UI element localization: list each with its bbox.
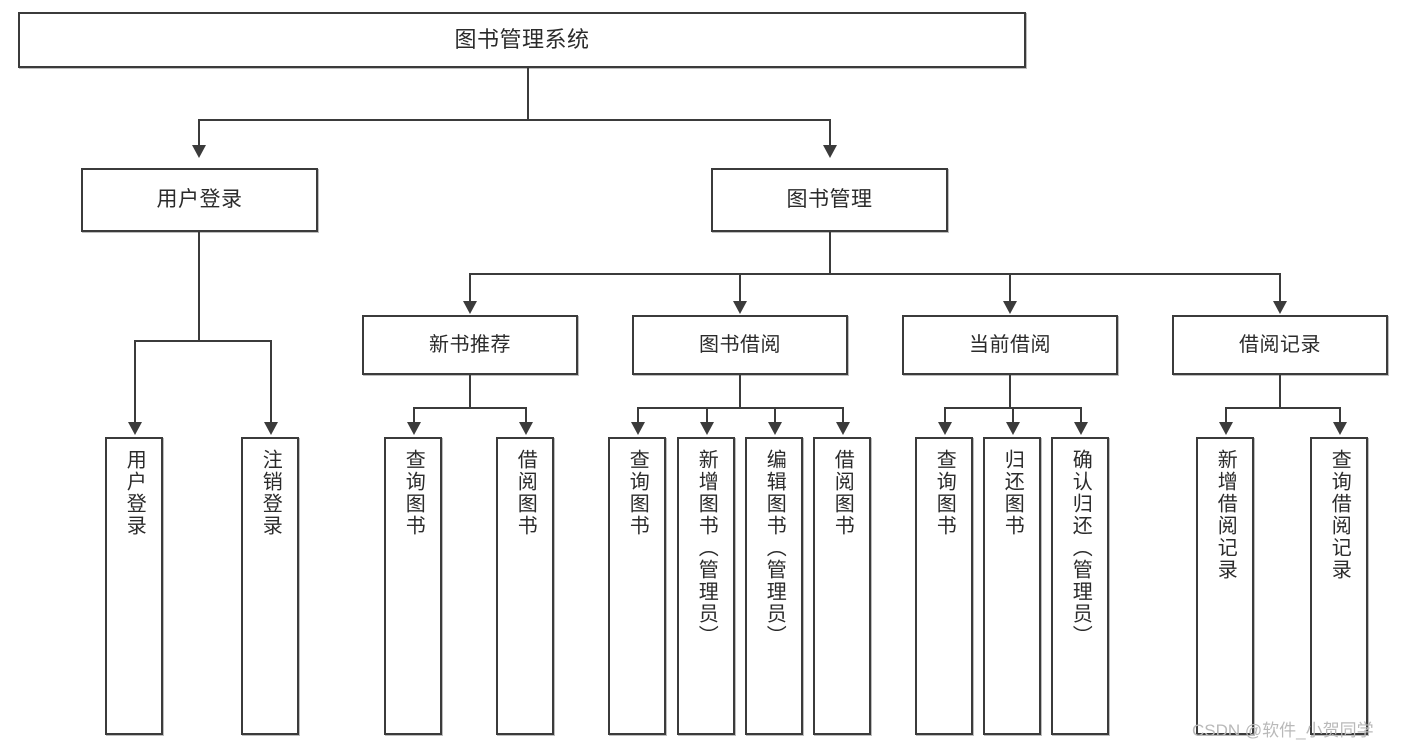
edge-book-borrow-stem <box>739 375 741 408</box>
arrowhead-user-login-leaf-1 <box>128 422 142 435</box>
edge-book-borrow-to-leaf-2 <box>706 407 708 424</box>
node-label: 新增图书（管理员） <box>695 449 718 647</box>
arrowhead-borrow-record-leaf-1 <box>1219 422 1233 435</box>
leaf-borrow-record-add[interactable]: 新增借阅记录 <box>1196 437 1254 735</box>
node-label: 借阅图书 <box>514 449 537 537</box>
edge-user-login-bus <box>134 340 272 342</box>
node-label: 编辑图书（管理员） <box>763 449 786 647</box>
arrowhead-l3-current-borrow <box>1003 301 1017 314</box>
leaf-user-login-login[interactable]: 用户登录 <box>105 437 163 735</box>
edge-root-to-book-mgmt <box>829 119 831 147</box>
edge-new-book-bus <box>413 407 527 409</box>
leaf-current-borrow-query[interactable]: 查询图书 <box>915 437 973 735</box>
edge-current-borrow-to-leaf-1 <box>944 407 946 424</box>
arrowhead-current-borrow-leaf-3 <box>1074 422 1088 435</box>
edge-book-mgmt-to-l3-3 <box>1009 273 1011 303</box>
edge-new-book-to-leaf-1 <box>413 407 415 424</box>
node-borrow-record[interactable]: 借阅记录 <box>1172 315 1388 375</box>
edge-root-bus <box>198 119 831 121</box>
edge-user-login-to-leaf-2 <box>270 340 272 424</box>
node-root-system[interactable]: 图书管理系统 <box>18 12 1026 68</box>
edge-book-borrow-bus <box>637 407 843 409</box>
node-label: 借阅图书 <box>831 449 854 537</box>
edge-user-login-stem <box>198 232 200 342</box>
arrowhead-current-borrow-leaf-2 <box>1006 422 1020 435</box>
edge-root-to-user-login <box>198 119 200 147</box>
node-label: 确认归还（管理员） <box>1069 449 1092 647</box>
arrowhead-book-borrow-leaf-2 <box>700 422 714 435</box>
arrowhead-book-borrow-leaf-3 <box>768 422 782 435</box>
edge-book-mgmt-to-l3-4 <box>1279 273 1281 303</box>
leaf-borrow-record-query[interactable]: 查询借阅记录 <box>1310 437 1368 735</box>
edge-borrow-record-bus <box>1225 407 1340 409</box>
edge-current-borrow-to-leaf-3 <box>1080 407 1082 424</box>
arrowhead-new-book-leaf-2 <box>519 422 533 435</box>
node-label: 新书推荐 <box>429 334 511 356</box>
node-book-management[interactable]: 图书管理 <box>711 168 948 232</box>
edge-new-book-stem <box>469 375 471 408</box>
node-user-login[interactable]: 用户登录 <box>81 168 318 232</box>
arrowhead-new-book-leaf-1 <box>407 422 421 435</box>
edge-book-borrow-to-leaf-4 <box>842 407 844 424</box>
node-label: 注销登录 <box>259 449 282 537</box>
node-label: 查询借阅记录 <box>1328 449 1351 581</box>
arrowhead-l3-borrow-record <box>1273 301 1287 314</box>
node-book-borrow[interactable]: 图书借阅 <box>632 315 848 375</box>
node-label: 用户登录 <box>123 449 146 537</box>
leaf-current-borrow-confirm-return[interactable]: 确认归还（管理员） <box>1051 437 1109 735</box>
leaf-user-login-logout[interactable]: 注销登录 <box>241 437 299 735</box>
edge-book-borrow-to-leaf-1 <box>637 407 639 424</box>
leaf-new-book-borrow[interactable]: 借阅图书 <box>496 437 554 735</box>
edge-user-login-to-leaf-1 <box>134 340 136 424</box>
arrowhead-l3-book-borrow <box>733 301 747 314</box>
node-current-borrow[interactable]: 当前借阅 <box>902 315 1118 375</box>
node-label: 图书管理 <box>786 188 873 212</box>
node-label: 查询图书 <box>402 449 425 537</box>
node-label: 归还图书 <box>1001 449 1024 537</box>
edge-borrow-record-to-leaf-2 <box>1339 407 1341 424</box>
arrowhead-user-login-leaf-2 <box>264 422 278 435</box>
arrowhead-l3-new-book <box>463 301 477 314</box>
arrowhead-current-borrow-leaf-1 <box>938 422 952 435</box>
leaf-new-book-query[interactable]: 查询图书 <box>384 437 442 735</box>
edge-book-mgmt-bus <box>469 273 1280 275</box>
edge-book-borrow-to-leaf-3 <box>774 407 776 424</box>
node-label: 查询图书 <box>626 449 649 537</box>
arrowhead-root-to-user-login <box>192 145 206 158</box>
edge-book-mgmt-to-l3-1 <box>469 273 471 303</box>
node-label: 当前借阅 <box>969 334 1051 356</box>
edge-borrow-record-stem <box>1279 375 1281 408</box>
edge-current-borrow-to-leaf-2 <box>1012 407 1014 424</box>
edge-book-mgmt-to-l3-2 <box>739 273 741 303</box>
arrowhead-book-borrow-leaf-1 <box>631 422 645 435</box>
leaf-current-borrow-return[interactable]: 归还图书 <box>983 437 1041 735</box>
edge-root-stem <box>527 68 529 119</box>
edge-book-mgmt-stem <box>829 232 831 274</box>
edge-new-book-to-leaf-2 <box>525 407 527 424</box>
node-label: 新增借阅记录 <box>1214 449 1237 581</box>
arrowhead-borrow-record-leaf-2 <box>1333 422 1347 435</box>
node-label: 用户登录 <box>156 188 243 212</box>
arrowhead-book-borrow-leaf-4 <box>836 422 850 435</box>
leaf-book-borrow-borrow[interactable]: 借阅图书 <box>813 437 871 735</box>
watermark-credit: CSDN @软件_小贺同学 <box>1192 721 1374 740</box>
edge-current-borrow-stem <box>1009 375 1011 408</box>
node-new-book-recommend[interactable]: 新书推荐 <box>362 315 578 375</box>
leaf-book-borrow-query[interactable]: 查询图书 <box>608 437 666 735</box>
node-label: 查询图书 <box>933 449 956 537</box>
node-label: 图书借阅 <box>699 334 781 356</box>
node-label: 借阅记录 <box>1239 334 1321 356</box>
edge-borrow-record-to-leaf-1 <box>1225 407 1227 424</box>
leaf-book-borrow-add[interactable]: 新增图书（管理员） <box>677 437 735 735</box>
leaf-book-borrow-edit[interactable]: 编辑图书（管理员） <box>745 437 803 735</box>
arrowhead-root-to-book-mgmt <box>823 145 837 158</box>
node-label: 图书管理系统 <box>454 26 590 52</box>
